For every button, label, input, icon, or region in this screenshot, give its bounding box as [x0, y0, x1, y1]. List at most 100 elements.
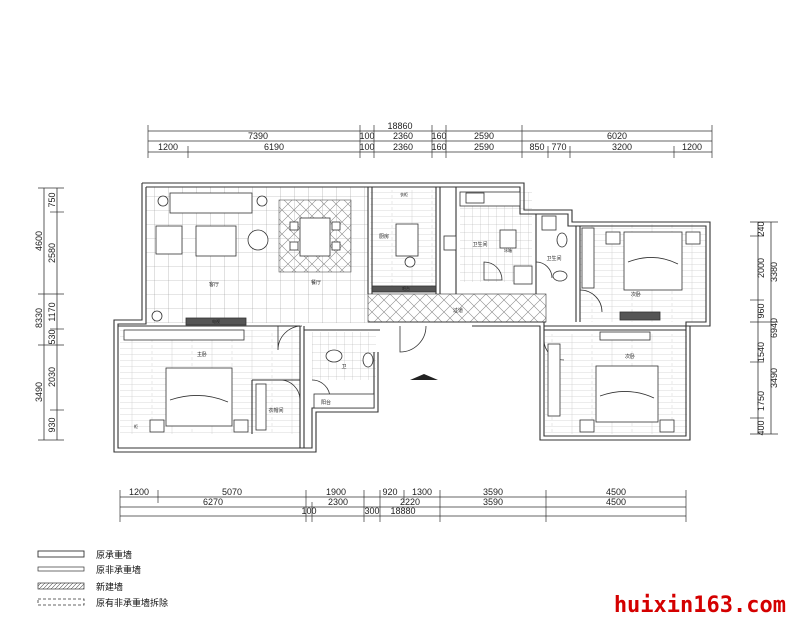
right-dimensions	[750, 221, 778, 435]
nightstand	[579, 419, 595, 433]
desk	[599, 331, 651, 341]
cabinet-strip	[371, 285, 437, 293]
dim-bottom-row3-1: 300	[364, 506, 379, 516]
dim-bottom-row2-2: 2220	[400, 497, 420, 507]
room-label-bedroom-right-top: 次卧	[631, 291, 641, 298]
dim-left-inner-0: 750	[47, 192, 57, 207]
dining-table	[299, 217, 331, 257]
label-tv: 电视	[212, 318, 220, 324]
wardrobe	[581, 227, 595, 289]
dim-bottom-row1-2: 1900	[326, 487, 346, 497]
room-label-corridor: 过道	[453, 307, 463, 314]
watermark: huixin163.com	[614, 593, 786, 618]
bedroom-right-bottom-furniture	[547, 331, 675, 433]
dim-top-row1-0: 7390	[248, 131, 268, 141]
plant-icon	[157, 195, 169, 207]
dim-left-inner-1: 2580	[47, 243, 57, 263]
living-room-furniture	[151, 192, 269, 326]
dim-right-outer-0: 3380	[769, 262, 779, 282]
dim-left-inner-2: 1170	[47, 302, 57, 321]
dim-bottom-row1-6: 4500	[606, 487, 626, 497]
dim-bottom-row1-1: 5070	[222, 487, 242, 497]
dim-right-inner-0: 240	[756, 221, 766, 236]
dim-top-row2-1: 6190	[264, 142, 284, 152]
legend-item-thin: 原非承重墙	[37, 564, 141, 576]
dim-left-inner-3: 530	[47, 329, 57, 344]
dim-bottom-row2-3: 3590	[483, 497, 503, 507]
washbasin-icon	[552, 270, 568, 282]
dim-top-row1-3: 160	[431, 131, 446, 141]
dim-right-inner-5: 400	[756, 420, 766, 435]
bed	[165, 367, 233, 427]
plant-icon	[151, 310, 163, 322]
top-dimensions	[147, 125, 713, 158]
legend-item-double: 原承重墙	[37, 549, 132, 561]
dim-bottom-row1-4: 1300	[412, 487, 432, 497]
shower-icon	[541, 215, 557, 231]
room-label-dining: 餐厅	[311, 279, 321, 286]
room-label-master-bedroom: 主卧	[197, 351, 207, 358]
legend-label: 原有非承重墙拆除	[96, 597, 168, 609]
label-counter: 吧台	[402, 285, 410, 291]
dim-left-outer-2: 3490	[34, 382, 44, 402]
bathroom-fixtures	[313, 215, 568, 409]
room-label-balcony: 阳台	[321, 399, 331, 406]
room-label-bedroom-right-bottom: 次卧	[625, 353, 635, 360]
dim-top-row2-4: 160	[431, 142, 446, 152]
dim-right-inner-3: 1540	[756, 342, 766, 362]
desk	[619, 311, 661, 321]
dim-top-row2-2: 100	[359, 142, 374, 152]
dim-right-inner-2: 960	[756, 303, 766, 318]
bottom-dimensions	[119, 490, 687, 522]
room-label-bath1: 卫生间	[472, 241, 487, 248]
bed	[623, 231, 683, 291]
toilet-icon	[362, 352, 374, 368]
room-label-kitchen: 厨房	[379, 233, 389, 240]
nightstand	[605, 231, 621, 245]
wardrobe	[123, 329, 245, 341]
nightstand	[659, 419, 675, 433]
coffee-table	[195, 225, 237, 257]
dim-top-row1-5: 6020	[607, 131, 627, 141]
bathtub-icon	[313, 393, 375, 409]
dim-bottom-row2-0: 6270	[203, 497, 223, 507]
plant-icon	[256, 195, 268, 207]
label-wardrobe: 衣柜	[400, 191, 408, 197]
dim-top-row2-3: 2360	[393, 142, 413, 152]
stove-icon	[443, 235, 457, 251]
dining-chair	[331, 221, 341, 231]
dim-top-row1-4: 2590	[474, 131, 494, 141]
dim-left-inner-4: 2030	[47, 367, 57, 387]
bar-stool	[404, 256, 416, 268]
nightstand	[233, 419, 249, 433]
left-dimensions	[38, 187, 64, 441]
armchair	[155, 225, 183, 255]
bedroom-right-top-furniture	[581, 227, 701, 321]
tv-cabinet	[185, 317, 247, 326]
sofa	[169, 192, 253, 214]
dim-left-outer-0: 4600	[34, 231, 44, 251]
label-fridge: 冰箱	[504, 247, 512, 253]
washbasin-icon	[325, 349, 343, 363]
dim-top-overall: 18860	[387, 121, 412, 131]
dim-right-inner-4: 1750	[756, 391, 766, 411]
legend: 原承重墙 原非承重墙 新建墙 原有非承重墙拆除	[37, 549, 168, 609]
legend-item-hatched: 新建墙	[37, 581, 123, 593]
dim-top-row1-1: 100	[359, 131, 374, 141]
toilet-icon	[556, 232, 568, 248]
nightstand	[685, 231, 701, 245]
dim-right-outer-1: 3490	[769, 368, 779, 388]
dim-bottom-row1-0: 1200	[129, 487, 149, 497]
dim-top-row1-2: 2360	[393, 131, 413, 141]
fridge-icon	[499, 229, 517, 249]
washer-icon	[513, 265, 533, 285]
dining-chair	[289, 241, 299, 251]
label-cabinet: 柜	[134, 423, 138, 429]
dim-top-row2-7: 770	[551, 142, 566, 152]
room-label-bath-small: 卫	[341, 364, 346, 370]
dim-top-row2-6: 850	[529, 142, 544, 152]
dim-right-inner-1: 2000	[756, 258, 766, 278]
entry-arrow-icon	[410, 374, 438, 380]
legend-label: 原非承重墙	[96, 564, 141, 576]
dining-furniture	[289, 217, 341, 257]
